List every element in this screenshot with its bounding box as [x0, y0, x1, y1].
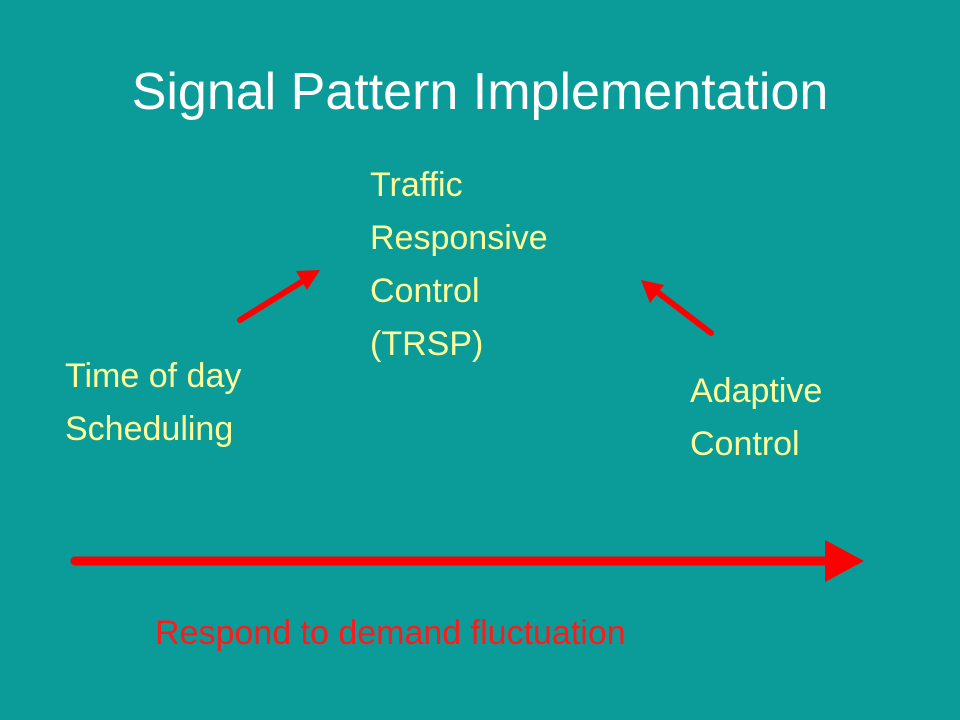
- slide-title: Signal Pattern Implementation: [131, 63, 829, 121]
- node-line: Responsive: [370, 219, 548, 257]
- node-line: Control: [690, 425, 800, 463]
- arrow-tod-to-trsp: [237, 270, 320, 323]
- node-line: (TRSP): [370, 325, 484, 363]
- node-line: Scheduling: [65, 410, 234, 448]
- arrow-demand-response-axis: [70, 540, 864, 582]
- node-traffic-responsive-control: Traffic Responsive Control (TRSP): [370, 159, 548, 371]
- node-adaptive-control: Adaptive Control: [690, 365, 822, 471]
- node-line: Adaptive: [690, 372, 823, 410]
- axis-caption: Respond to demand fluctuation: [155, 614, 626, 652]
- arrow-adaptive-to-trsp: [641, 280, 714, 336]
- node-time-of-day-scheduling: Time of day Scheduling: [65, 350, 241, 456]
- node-line: Control: [370, 272, 480, 310]
- node-line: Time of day: [65, 357, 242, 395]
- node-line: Traffic: [370, 166, 463, 204]
